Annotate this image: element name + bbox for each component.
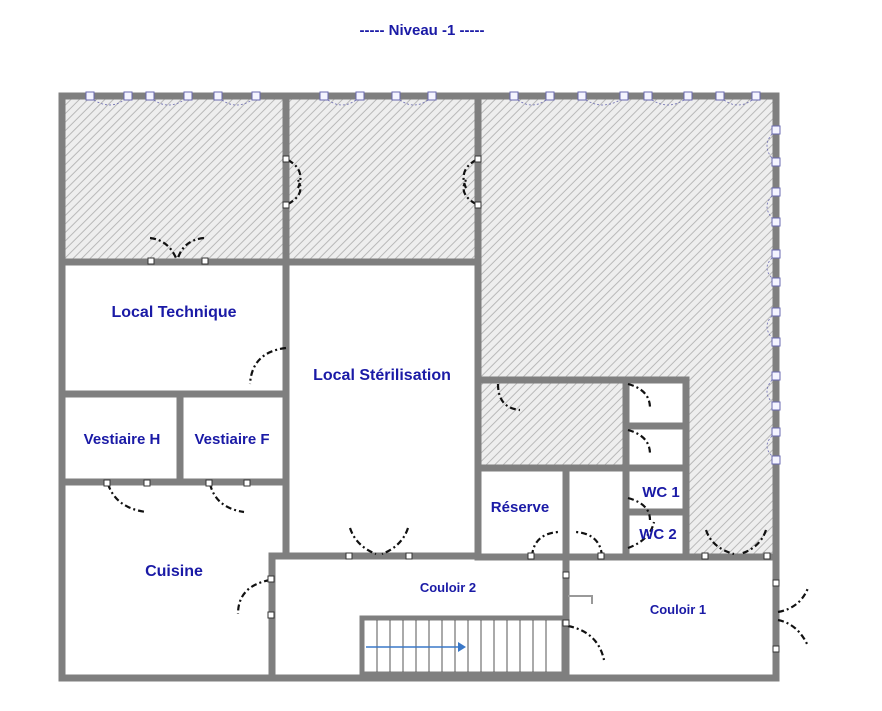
partition [568,595,593,604]
window [183,91,193,101]
window [771,427,781,437]
hatched-zone-middle [286,98,478,262]
window [319,91,329,101]
window [771,401,781,411]
window [619,91,629,101]
door-swing [575,530,604,557]
hatched-zone-left [64,98,286,262]
door-swing [348,527,377,556]
window [715,91,725,101]
hatched-zone-small [480,380,626,468]
door-frames [103,155,780,653]
window [771,125,781,135]
window [85,91,95,101]
window [145,91,155,101]
room-label-couloir2: Couloir 2 [420,580,476,595]
door-swing [627,496,652,521]
window [545,91,555,101]
door-swing [287,179,302,205]
door-swing [530,530,559,557]
hatched-zone-right [478,98,776,557]
room-label-local-sterilisation: Local Stérilisation [313,367,451,384]
room-label-cuisine: Cuisine [145,563,203,580]
room-label-reserve: Réserve [491,499,549,516]
door-swing [176,236,205,259]
window [683,91,693,101]
hatched-zones [64,98,776,557]
window [427,91,437,101]
window [771,307,781,317]
door-swing [777,587,810,614]
room-label-vestiaire-f: Vestiaire F [194,431,269,448]
window [771,337,781,347]
window [251,91,261,101]
window [771,455,781,465]
room-label-vestiaire-h: Vestiaire H [84,431,161,448]
stairs [359,615,567,677]
door-swing [462,179,477,205]
window [771,277,781,287]
door-swing [236,578,271,615]
walls [58,92,780,682]
door-swing [777,618,810,647]
door-swing [149,236,178,259]
outer-wall [58,92,780,682]
door-swing [627,521,656,550]
window [643,91,653,101]
window-swings [93,99,773,457]
room-labels: Local Technique Local Stérilisation Vest… [84,304,707,617]
door-swing [739,529,768,556]
window [577,91,587,101]
doors [106,159,810,661]
window [751,91,761,101]
door-swing [381,527,410,556]
window [509,91,519,101]
door-swing [627,382,652,409]
stair-arrowhead [458,642,466,652]
window [771,187,781,197]
floor-title: ----- Niveau -1 ----- [359,22,485,39]
door-swing [248,346,287,385]
window [771,249,781,259]
door-swing [106,483,147,514]
window [771,217,781,227]
door-swing [627,428,652,455]
window [213,91,223,101]
window [771,157,781,167]
window [391,91,401,101]
window [771,371,781,381]
room-label-couloir1: Couloir 1 [650,602,706,617]
window [123,91,133,101]
door-swing [567,624,606,661]
room-label-wc2: WC 2 [639,526,677,543]
room-label-local-technique: Local Technique [111,304,236,321]
door-swing [208,483,245,514]
window [355,91,365,101]
door-swing [496,383,521,412]
windows [85,91,781,465]
door-swing [704,529,735,556]
room-label-wc1: WC 1 [642,484,680,501]
